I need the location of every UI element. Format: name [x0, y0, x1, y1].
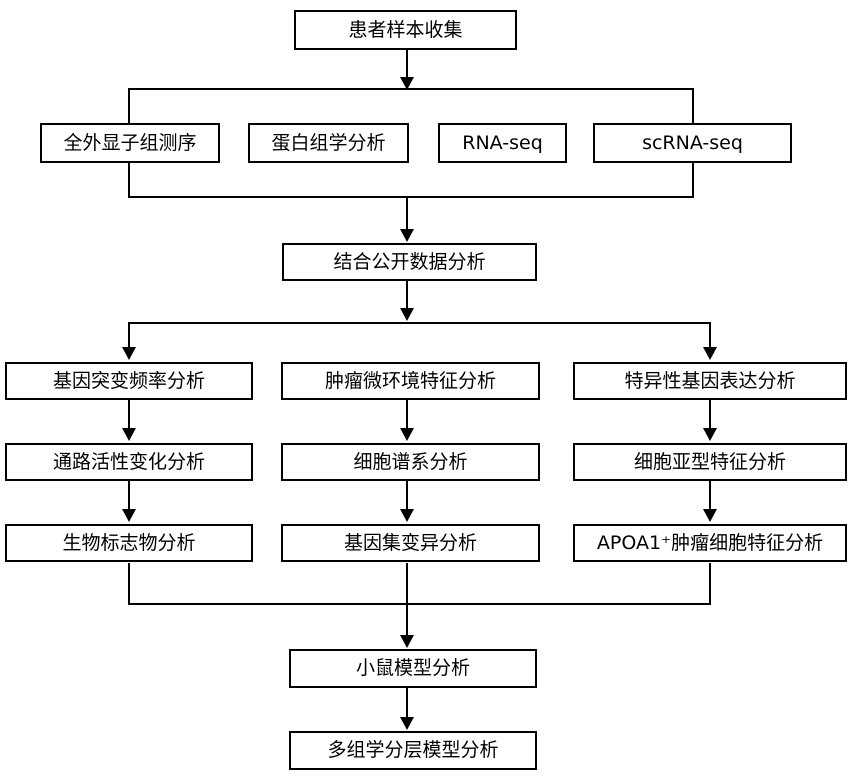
arrow-merge-to-mouse-model	[400, 604, 414, 648]
node-specific-gene-expression: 特异性基因表达分析	[573, 362, 847, 400]
node-multiomics-stratification: 多组学分层模型分析	[289, 731, 537, 770]
arrow-patient-to-methods	[400, 50, 414, 90]
node-cell-subtype: 细胞亚型特征分析	[573, 443, 847, 481]
arrow-middle-r1-r2	[400, 400, 414, 441]
arrow-integration-to-branch	[400, 281, 414, 321]
node-mouse-model: 小鼠模型分析	[289, 649, 537, 688]
node-pathway-activity: 通路活性变化分析	[5, 443, 253, 481]
arrow-left-r2-r3	[122, 481, 136, 522]
node-biomarker: 生物标志物分析	[5, 524, 253, 562]
node-whole-exome-sequencing: 全外显子组测序	[40, 123, 220, 163]
arrow-branch-to-left-column	[122, 323, 136, 360]
node-cell-lineage: 细胞谱系分析	[281, 443, 540, 481]
node-patient-sample-collection: 患者样本收集	[294, 10, 517, 50]
node-public-data-integration: 结合公开数据分析	[282, 243, 537, 281]
node-scrna-seq: scRNA-seq	[593, 123, 792, 163]
arrow-right-r1-r2	[703, 400, 717, 441]
arrow-mouse-to-multiomics	[400, 688, 414, 730]
node-rna-seq: RNA-seq	[438, 123, 567, 163]
arrow-branch-to-right-column	[703, 323, 717, 360]
arrow-right-r2-r3	[703, 481, 717, 522]
arrow-middle-r2-r3	[400, 481, 414, 522]
arrow-methods-to-integration	[400, 197, 414, 242]
node-gene-mutation-frequency: 基因突变频率分析	[5, 362, 253, 400]
node-tumor-microenvironment: 肿瘤微环境特征分析	[281, 362, 540, 400]
node-gene-set-variation: 基因集变异分析	[281, 524, 540, 562]
node-proteomics-analysis: 蛋白组学分析	[248, 123, 409, 163]
arrow-left-r1-r2	[122, 400, 136, 441]
node-apoa1-tumor-cell: APOA1⁺肿瘤细胞特征分析	[573, 524, 847, 562]
